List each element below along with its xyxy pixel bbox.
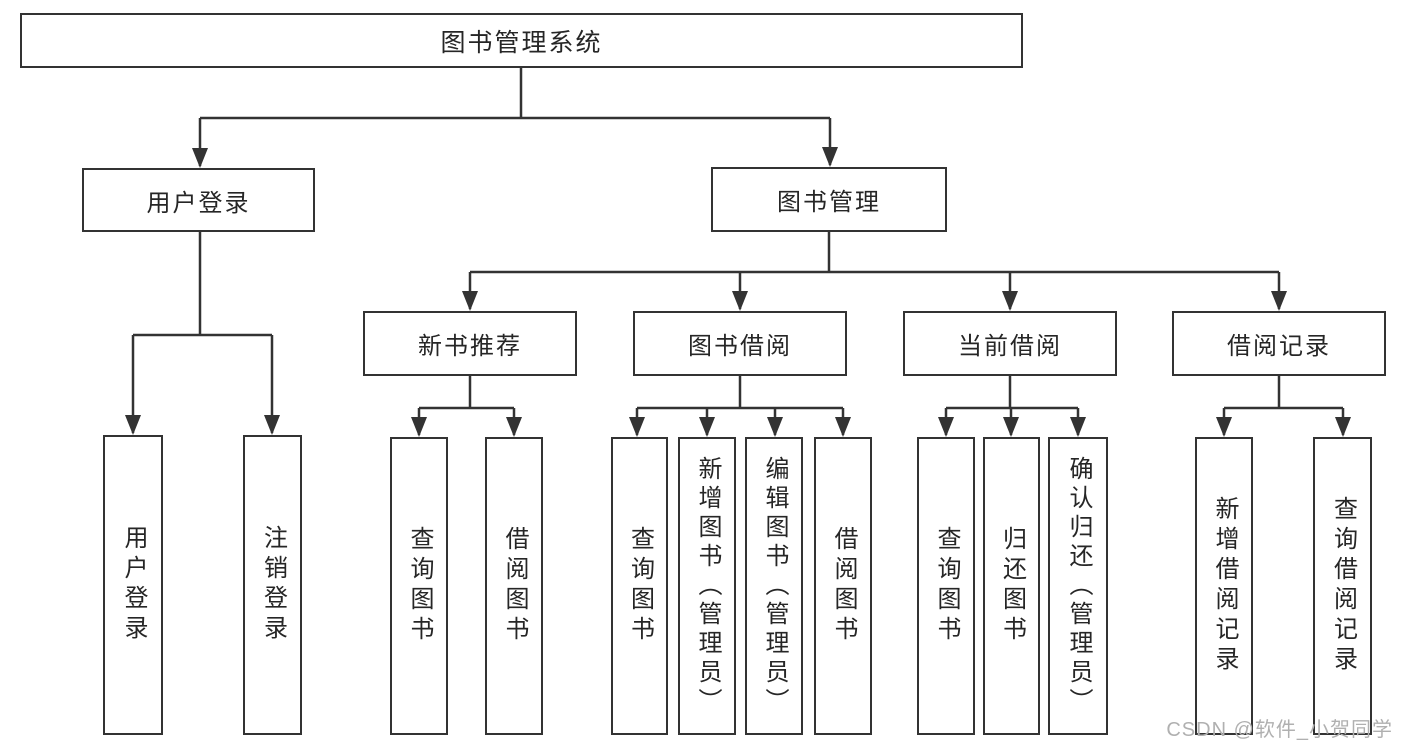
arrowhead-icon	[264, 415, 280, 435]
leaf-label: 查询图书	[406, 526, 433, 646]
arrowhead-icon	[411, 417, 427, 437]
connector-recommend-branch	[417, 376, 516, 435]
leaf-label: 新增借阅记录	[1211, 496, 1238, 676]
leaf-label: 注销登录	[259, 525, 287, 645]
leaf-current-query-books: 查询图书	[917, 437, 975, 735]
leaf-borrow-add-books-admin: 新增图书（管理员）	[678, 437, 736, 735]
arrowhead-icon	[767, 417, 783, 437]
leaf-label: 借阅图书	[501, 526, 528, 646]
arrowhead-icon	[699, 417, 715, 437]
arrowhead-icon	[629, 417, 645, 437]
leaf-recommend-borrow-books: 借阅图书	[485, 437, 543, 735]
node-book-management: 图书管理	[711, 167, 947, 232]
leaf-borrow-query-books: 查询图书	[611, 437, 668, 735]
leaf-label: 借阅图书	[830, 526, 857, 646]
leaf-label: 查询图书	[933, 526, 960, 646]
arrowhead-icon	[506, 417, 522, 437]
node-root-system: 图书管理系统	[20, 13, 1023, 68]
node-new-book-recommend: 新书推荐	[363, 311, 577, 376]
arrowhead-icon	[732, 291, 748, 311]
leaf-label: 归还图书	[998, 526, 1026, 646]
node-current-borrow: 当前借阅	[903, 311, 1117, 376]
arrowhead-icon	[1002, 291, 1018, 311]
leaf-recommend-query-books: 查询图书	[390, 437, 448, 735]
arrowhead-icon	[938, 417, 954, 437]
leaf-logout: 注销登录	[243, 435, 302, 735]
arrowhead-icon	[192, 148, 208, 168]
node-label: 图书管理系统	[440, 28, 603, 57]
arrowhead-icon	[462, 291, 478, 311]
arrowhead-icon	[822, 147, 838, 167]
connector-borrow-branch	[635, 376, 845, 435]
arrowhead-icon	[125, 415, 141, 435]
leaf-records-add-record: 新增借阅记录	[1195, 437, 1253, 735]
leaf-borrow-borrow-books: 借阅图书	[814, 437, 872, 735]
node-label: 图书管理	[777, 189, 881, 216]
leaf-borrow-edit-books-admin: 编辑图书（管理员）	[745, 437, 803, 735]
connector-records-branch	[1222, 376, 1345, 435]
connector-user-login-branch	[131, 232, 274, 433]
node-borrow-records: 借阅记录	[1172, 311, 1386, 376]
arrowhead-icon	[1070, 417, 1086, 437]
leaf-records-query-record: 查询借阅记录	[1313, 437, 1372, 735]
csdn-watermark: CSDN @软件_小贺同学	[1166, 719, 1393, 741]
arrowhead-icon	[1335, 417, 1351, 437]
leaf-current-confirm-return-admin: 确认归还（管理员）	[1048, 437, 1108, 735]
leaf-label: 查询借阅记录	[1329, 496, 1357, 676]
leaf-label: 编辑图书（管理员）	[761, 455, 788, 717]
leaf-label: 用户登录	[120, 525, 147, 645]
leaf-label: 查询图书	[626, 526, 654, 646]
leaf-label: 新增图书（管理员）	[694, 455, 721, 717]
node-label: 图书借阅	[688, 333, 792, 360]
node-label: 借阅记录	[1227, 333, 1331, 360]
leaf-user-login: 用户登录	[103, 435, 163, 735]
node-user-login: 用户登录	[82, 168, 315, 232]
node-book-borrow: 图书借阅	[633, 311, 847, 376]
arrowhead-icon	[1216, 417, 1232, 437]
arrowhead-icon	[1271, 291, 1287, 311]
leaf-current-return-books: 归还图书	[983, 437, 1040, 735]
connector-root-to-level2	[198, 68, 832, 166]
leaf-label: 确认归还（管理员）	[1065, 455, 1092, 717]
arrowhead-icon	[1003, 417, 1019, 437]
node-label: 当前借阅	[958, 333, 1062, 360]
node-label: 新书推荐	[418, 333, 522, 360]
connector-book-mgmt-to-level3	[468, 232, 1281, 309]
node-label: 用户登录	[146, 189, 251, 217]
arrowhead-icon	[835, 417, 851, 437]
